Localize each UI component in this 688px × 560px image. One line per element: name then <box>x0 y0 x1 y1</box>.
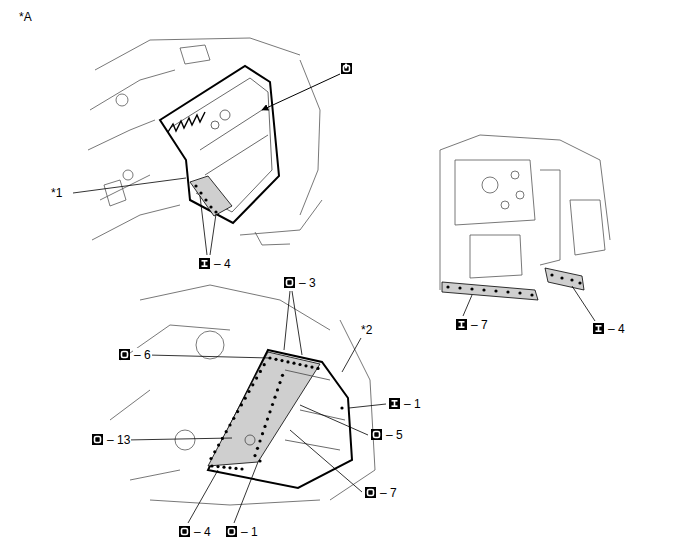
weld-count: – 7 <box>470 318 489 332</box>
weld-count: – 1 <box>403 397 422 411</box>
weld-spot <box>340 406 343 409</box>
weld-count: – 5 <box>385 428 404 442</box>
weld-count: – 7 <box>379 486 398 500</box>
adhesive-symbol <box>341 63 352 74</box>
weld-spot <box>261 432 264 435</box>
weld-spot <box>278 381 281 384</box>
weld-spot <box>276 388 279 391</box>
weld-spot <box>304 364 307 367</box>
callout-number: *2 <box>360 323 373 337</box>
weld-spot <box>263 363 266 366</box>
weld-spot <box>255 377 258 380</box>
weld-count: – 3 <box>298 276 317 290</box>
callout-number: *1 <box>50 186 63 200</box>
weld-spot <box>240 403 243 406</box>
weld-count: – 4 <box>607 322 626 336</box>
weld-spot <box>256 447 259 450</box>
weld-spot <box>316 367 319 370</box>
engine-compartment <box>88 38 322 245</box>
weld-spot <box>274 358 277 361</box>
weld-spot <box>273 396 276 399</box>
weld-spot <box>228 466 231 469</box>
weld-count: – 1 <box>240 525 259 539</box>
weld-spot <box>216 465 219 468</box>
weld-spot <box>228 423 231 426</box>
weld-spot <box>258 439 261 442</box>
weld-spot <box>210 464 213 467</box>
weld-spot <box>234 467 237 470</box>
weld-spot <box>266 418 269 421</box>
weld-spot <box>244 397 247 400</box>
figure-label: *A <box>18 10 33 24</box>
weld-count: – 4 <box>213 257 232 271</box>
weld-spot <box>259 370 262 373</box>
weld-spot <box>209 457 212 460</box>
weld-count: – 4 <box>193 525 212 539</box>
side-wall <box>440 135 610 290</box>
weld-spot <box>236 410 239 413</box>
weld-count: – 6 <box>133 348 152 362</box>
weld-spot <box>280 359 283 362</box>
weld-spot <box>298 363 301 366</box>
weld-spot <box>268 410 271 413</box>
apron-part <box>160 66 279 223</box>
weld-spot <box>263 425 266 428</box>
weld-spot <box>286 360 289 363</box>
weld-count: – 13 <box>106 433 131 447</box>
floor-part <box>208 350 352 488</box>
floor-area <box>110 285 375 505</box>
weld-spot <box>281 374 284 377</box>
weld-spot <box>258 459 261 462</box>
weld-spot <box>240 467 243 470</box>
weld-spot <box>225 430 228 433</box>
weld-spot <box>222 466 225 469</box>
weld-spot <box>247 390 250 393</box>
weld-spot <box>213 450 216 453</box>
weld-spot <box>253 454 256 457</box>
weld-spot <box>292 362 295 365</box>
weld-spot <box>232 417 235 420</box>
weld-spot <box>310 366 313 369</box>
weld-spot <box>271 403 274 406</box>
weld-spot <box>251 383 254 386</box>
weld-spot <box>217 444 220 447</box>
